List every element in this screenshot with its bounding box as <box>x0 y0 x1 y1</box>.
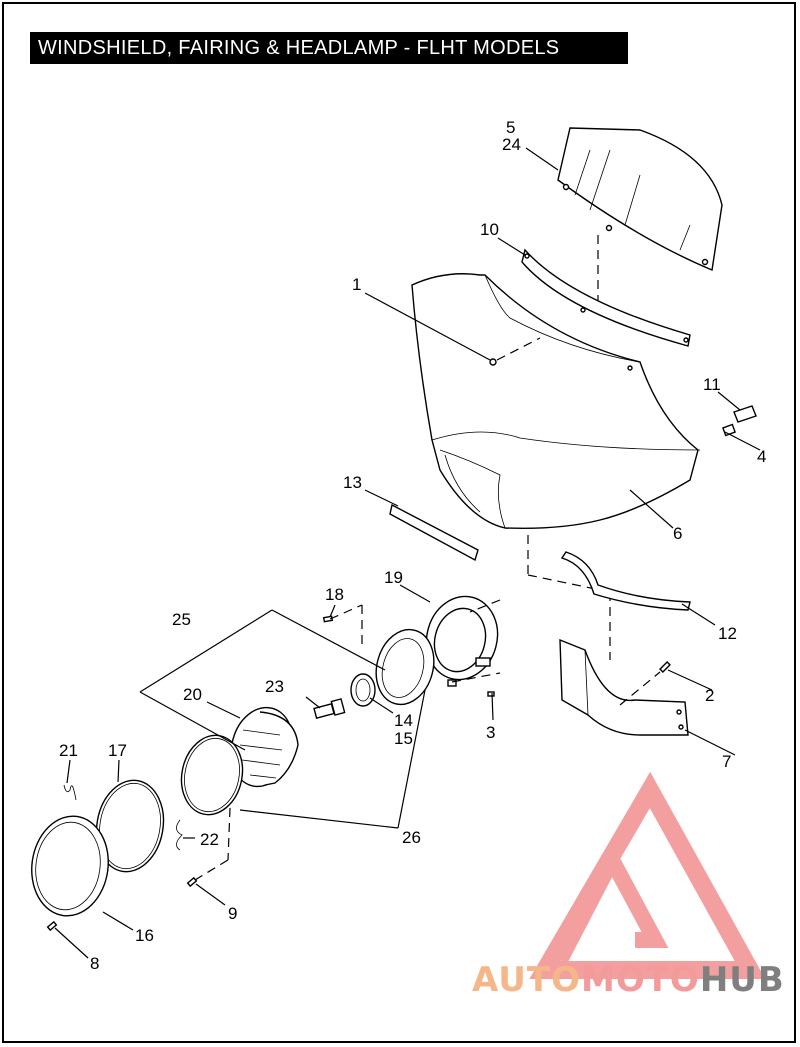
callout-3: 3 <box>486 723 495 742</box>
callout-5: 5 <box>506 118 515 137</box>
weatherstrip <box>389 503 479 562</box>
callout-6: 6 <box>673 524 682 543</box>
callout-8: 10 <box>480 220 499 239</box>
callout-23: 23 <box>265 677 284 696</box>
support-bracket <box>559 638 689 736</box>
callout-25: 25 <box>172 610 191 629</box>
callout-7: 7 <box>722 752 731 771</box>
callout-9: 11 <box>703 375 721 394</box>
callout-15: 17 <box>108 741 127 760</box>
screw-3a <box>447 679 457 687</box>
callout-20: 20 <box>183 685 202 704</box>
windshield <box>557 127 723 271</box>
watermark-logo-text: AUTOMOTOHUB <box>472 960 785 1000</box>
screw-16 <box>46 920 58 932</box>
fairing <box>411 273 701 530</box>
callout-26: 15 <box>394 729 413 748</box>
headlamp-lens <box>230 706 299 788</box>
headlamp-housing <box>425 595 499 681</box>
bulb <box>313 698 346 720</box>
adjuster <box>350 673 376 707</box>
trim-ring <box>31 815 109 917</box>
callout-1: 1 <box>352 275 361 294</box>
trim-strip <box>521 248 691 347</box>
callout-12: 26 <box>402 828 421 847</box>
spring <box>176 819 183 851</box>
callout-14: 16 <box>135 926 154 945</box>
mount-knob <box>722 405 757 437</box>
callout-13: 14 <box>394 711 413 730</box>
page-title: WINDSHIELD, FAIRING & HEADLAMP - FLHT MO… <box>30 32 628 64</box>
callout-4: 4 <box>757 447 766 466</box>
callout-24: 24 <box>502 135 521 154</box>
screw-3 <box>487 691 495 697</box>
gasket <box>95 779 165 873</box>
callout-2: 2 <box>705 686 714 705</box>
bracket <box>560 551 691 611</box>
watermark-logo-icon <box>529 771 766 979</box>
callout-22: 22 <box>200 830 219 849</box>
logo-text-moto: MOTO <box>580 960 700 1000</box>
callout-18: 18 <box>325 585 344 604</box>
callout-17: 9 <box>228 904 237 923</box>
callout-11: 13 <box>343 473 362 492</box>
screw-17 <box>186 876 198 888</box>
callout-21: 21 <box>59 741 78 760</box>
clip <box>63 784 77 801</box>
callout-19: 19 <box>384 568 403 587</box>
callout-10: 12 <box>718 624 737 643</box>
callout-16: 8 <box>90 954 99 973</box>
logo-text-hub: HUB <box>699 960 785 1000</box>
logo-text-auto: AUTO <box>472 960 581 1000</box>
